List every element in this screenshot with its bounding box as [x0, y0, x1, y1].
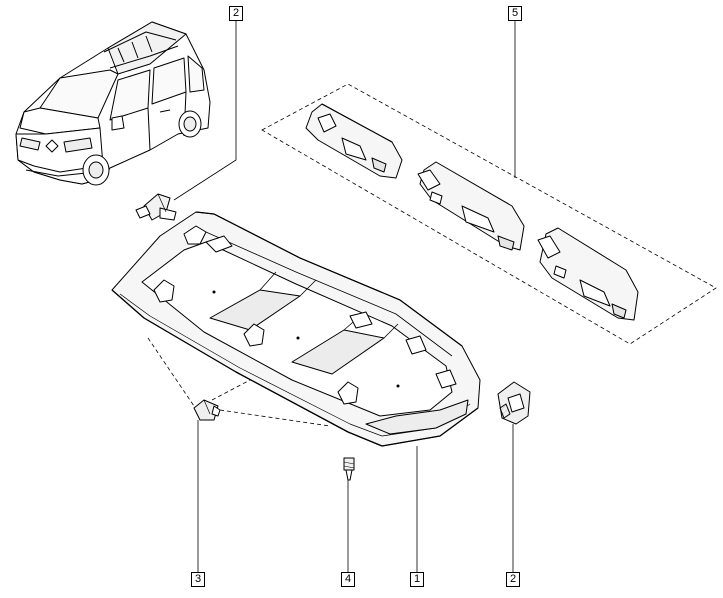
roof-console-tray — [111, 211, 481, 447]
roof-bracket-3 — [537, 227, 639, 321]
clip-3 — [193, 399, 221, 421]
callout-1: 1 — [410, 572, 424, 587]
vehicle-illustration — [15, 21, 211, 186]
callout-leaders — [173, 20, 516, 572]
clip-top — [135, 193, 177, 221]
callout-2-bottom: 2 — [506, 572, 520, 587]
callout-2-top: 2 — [229, 6, 243, 21]
parts-group-outline — [261, 83, 717, 345]
callout-3: 3 — [191, 572, 205, 587]
clip-bottom — [497, 381, 531, 425]
screw-4 — [343, 457, 355, 481]
callout-4: 4 — [341, 572, 355, 587]
roof-bracket-1 — [305, 103, 403, 179]
callout-5: 5 — [508, 6, 522, 21]
roof-bracket-2 — [417, 161, 525, 251]
assembly-lines — [147, 337, 331, 427]
